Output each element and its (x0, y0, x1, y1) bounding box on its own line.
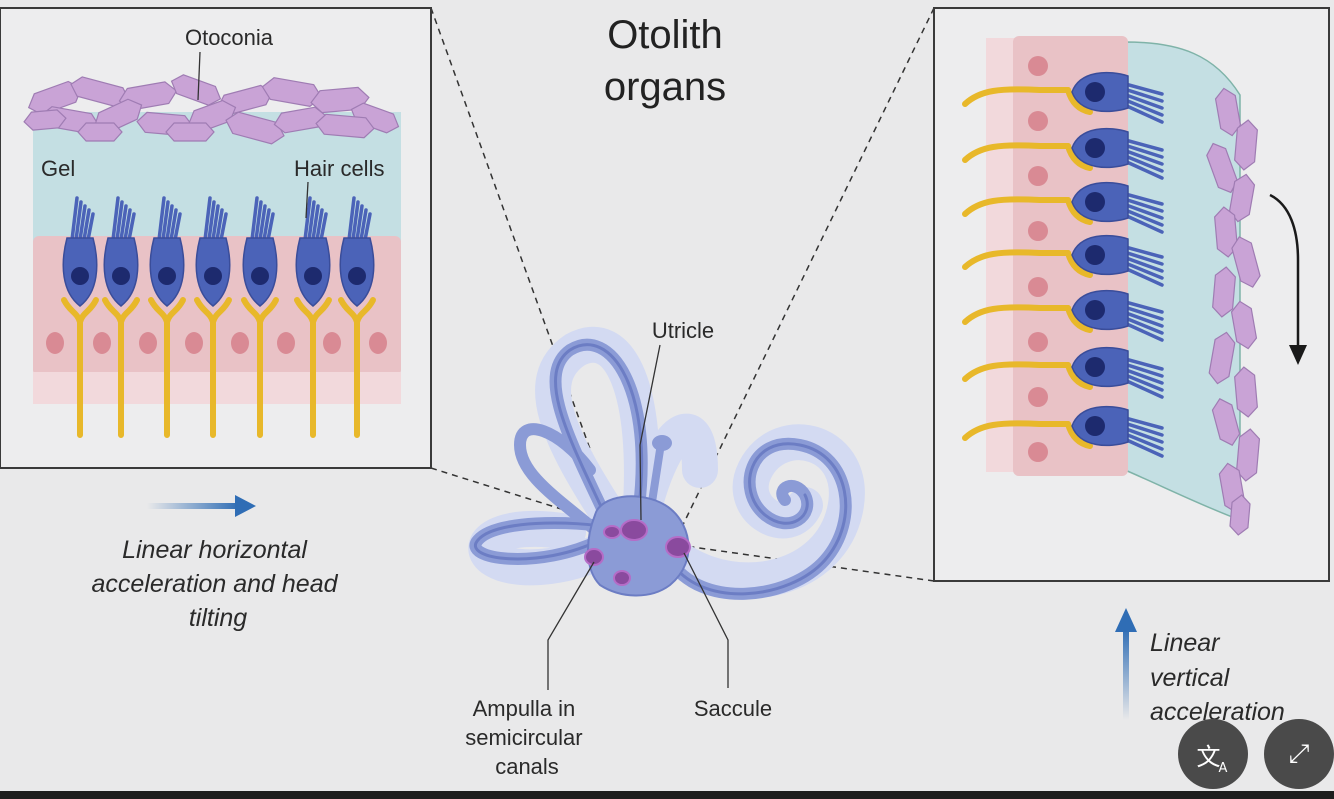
expand-icon: ⤢ (1288, 738, 1310, 769)
hair-cells (62, 196, 375, 307)
vertical-otolith-panel (933, 7, 1330, 582)
bottom-bar (0, 791, 1334, 799)
utricle-macula (620, 519, 648, 541)
hair-cells-label: Hair cells (294, 156, 384, 181)
nerve-fibers (61, 297, 376, 438)
support-nuclei-vertical (1028, 56, 1048, 462)
ampulla-label: Ampulla in semicircular canals (465, 696, 588, 779)
translate-icon: 文A (1196, 742, 1228, 776)
ampulla (584, 548, 604, 566)
otoconia-crystals (23, 74, 400, 145)
saccule-macula (665, 536, 691, 558)
inner-ear (468, 326, 865, 600)
otoconia-label: Otoconia (185, 25, 274, 50)
downward-arrow (1269, 193, 1300, 348)
saccule-label: Saccule (694, 696, 772, 721)
support-nuclei (46, 332, 387, 354)
gel-label: Gel (41, 156, 75, 181)
diagram-subtitle: organs (604, 65, 726, 109)
expand-button[interactable]: ⤢ (1264, 719, 1334, 789)
vertical-caption: Linear vertical acceleration (1150, 629, 1285, 726)
horizontal-caption: Linear horizontal acceleration and head … (92, 536, 345, 632)
translate-button[interactable]: 文A (1178, 719, 1248, 789)
hair-cells-vertical (1071, 71, 1164, 458)
vertical-acceleration-arrow (1115, 608, 1137, 720)
otoconia-crystals-vertical (1206, 87, 1261, 536)
nerve-fibers-vertical (962, 86, 1093, 449)
diagram-title: Otolith (607, 13, 723, 57)
utricle-label: Utricle (652, 318, 714, 343)
horizontal-otolith-panel: Otoconia Gel Hair cells (0, 7, 432, 469)
horizontal-acceleration-arrow (147, 495, 256, 517)
